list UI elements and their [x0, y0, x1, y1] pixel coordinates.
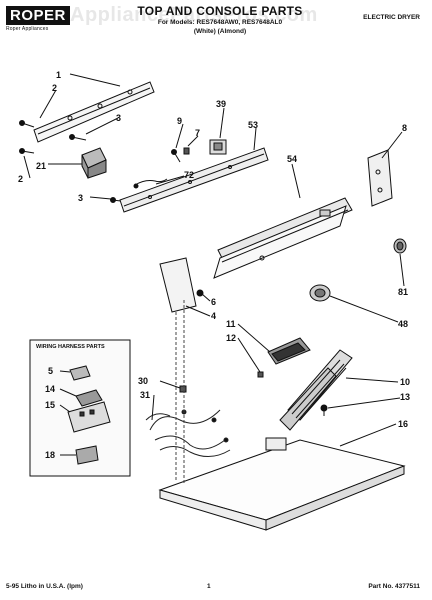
part-knob-48 [309, 284, 331, 302]
page-number: 1 [207, 583, 211, 590]
callout-10: 10 [400, 377, 410, 387]
callout-21: 21 [36, 161, 46, 171]
part-screw-6 [196, 289, 204, 297]
part-connector-30 [179, 385, 187, 393]
part-timer [81, 147, 107, 179]
part-screw-2a [19, 120, 35, 128]
part-wiring-harness [145, 409, 231, 457]
part-end-cap-left [159, 257, 197, 313]
part-lint-filter-lid [267, 337, 311, 365]
callout-30: 30 [138, 376, 148, 386]
callout-1: 1 [56, 70, 61, 80]
callout-53: 53 [248, 120, 258, 130]
callout-81: 81 [398, 287, 408, 297]
callout-3a: 3 [116, 113, 121, 123]
harness-callout-5: 5 [48, 366, 53, 376]
part-harness-72 [133, 178, 168, 189]
callout-8: 8 [402, 123, 407, 133]
part-screw-3a [69, 134, 87, 141]
model-colors: (White) (Almond) [193, 28, 247, 35]
callout-6: 6 [211, 297, 216, 307]
harness-box-title: WIRING HARNESS PARTS [36, 344, 105, 350]
callout-48: 48 [398, 319, 408, 329]
callout-54: 54 [287, 154, 297, 164]
part-clip-12 [257, 371, 264, 378]
callout-2b: 2 [18, 174, 23, 184]
part-number: Part No. 4377511 [368, 583, 420, 590]
harness-callout-14: 14 [45, 384, 55, 394]
part-screw-13 [320, 404, 328, 416]
page-title: TOP AND CONSOLE PARTS [137, 4, 303, 18]
model-numbers: For Models: RES7648AW0, RES7648AL0 [157, 19, 283, 26]
product-type: ELECTRIC DRYER [363, 14, 420, 21]
harness-part-5 [69, 365, 91, 381]
callout-31: 31 [140, 390, 150, 400]
brand-name: ROPER [6, 6, 70, 25]
part-console [213, 197, 353, 279]
part-rear-panel [33, 81, 155, 143]
callout-13: 13 [400, 392, 410, 402]
watermark-text: AppliancePartsPros.com [70, 4, 318, 26]
part-knob-81 [393, 238, 407, 254]
callout-9: 9 [177, 116, 182, 126]
harness-part-14 [75, 389, 103, 407]
brand-logo: ROPER Roper Appliances [6, 6, 70, 32]
brand-subtitle: Roper Appliances [6, 26, 49, 32]
part-switch [209, 139, 227, 155]
part-screw-2b [19, 148, 35, 154]
callout-7: 7 [195, 128, 200, 138]
part-lint-screen [279, 349, 353, 431]
callout-11: 11 [226, 319, 236, 329]
harness-callout-18: 18 [45, 450, 55, 460]
harness-part-15 [67, 401, 111, 433]
harness-part-18 [75, 445, 99, 465]
harness-callout-15: 15 [45, 400, 55, 410]
callout-72: 72 [184, 170, 194, 180]
callout-3b: 3 [78, 193, 83, 203]
callout-16: 16 [398, 419, 408, 429]
callout-4: 4 [211, 311, 216, 321]
part-end-cap [367, 149, 393, 207]
footer-print-info: 5-95 Litho in U.S.A. (lpm) [6, 583, 83, 590]
callout-12: 12 [226, 333, 236, 343]
callout-2a: 2 [52, 83, 57, 93]
part-clip-7 [183, 147, 190, 155]
part-screw-9 [171, 149, 181, 163]
callout-39: 39 [216, 99, 226, 109]
